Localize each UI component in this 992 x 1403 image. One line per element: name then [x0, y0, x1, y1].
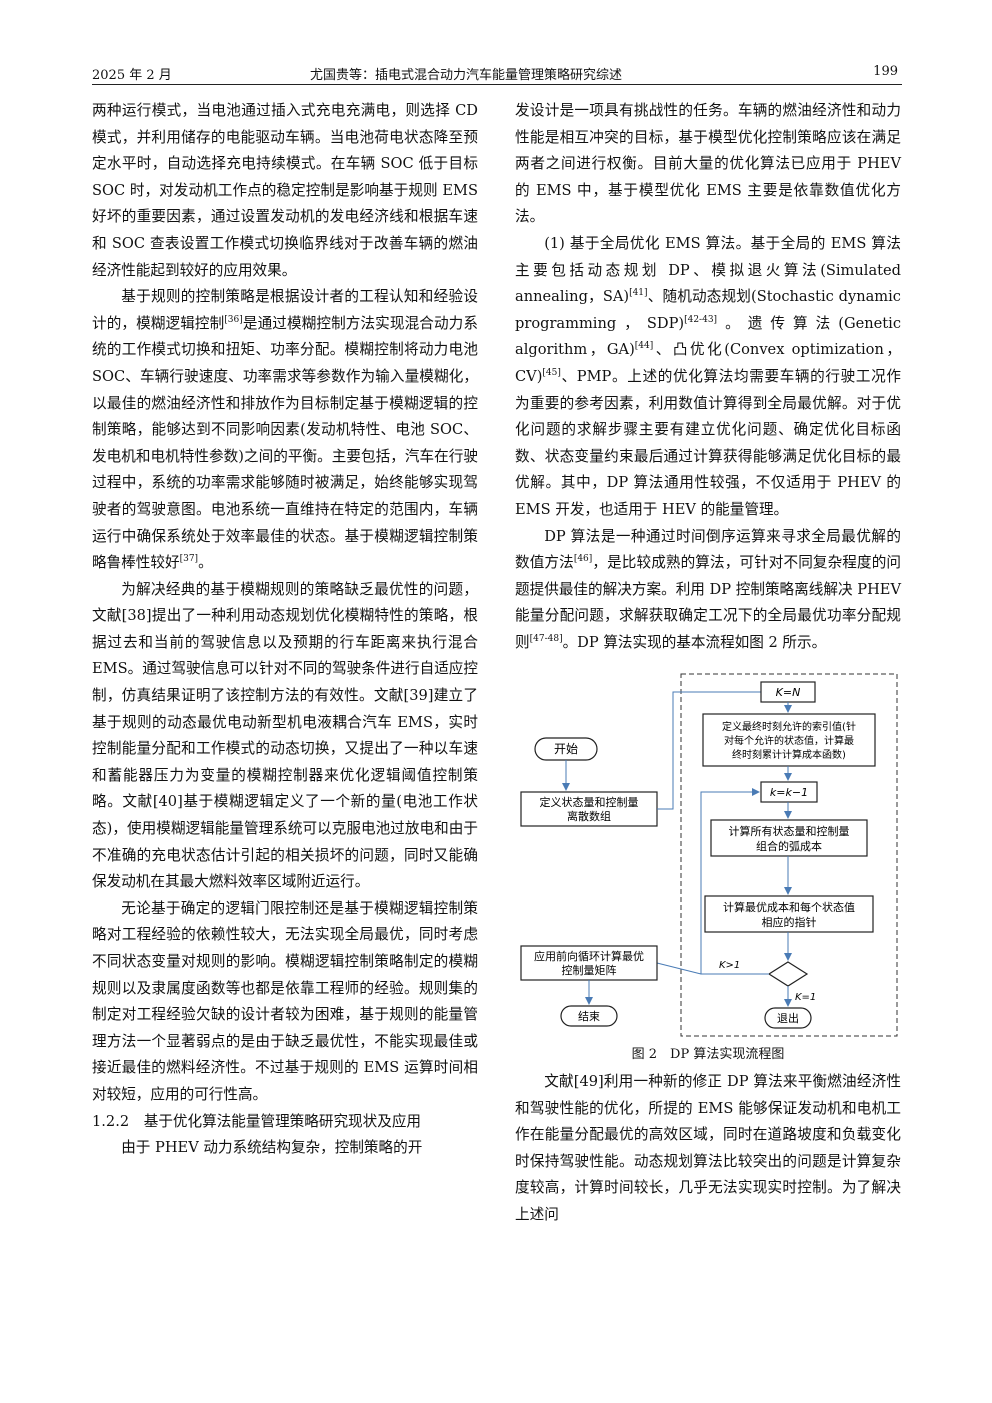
flowchart-svg: 开始 定义状态量和控制量 离散数组 K=N 定义最终时刻允许的索引值(针 对每个…	[520, 673, 898, 1037]
text-run: 、凸优化(Convex optimization，CV)	[515, 341, 901, 385]
start-label: 开始	[554, 742, 578, 756]
define-final-line2: 对每个允许的状态值，计算最	[724, 734, 854, 747]
exit-terminal	[764, 1007, 812, 1030]
flow-arrow	[656, 962, 702, 975]
text-run: 、PMP。上述的优化算法均需要车辆的行驶工况作为重要的参考因素，利用数值计算得到…	[515, 367, 901, 518]
header-title: 尤国贵等：插电式混合动力汽车能量管理策略研究综述	[310, 68, 623, 83]
figure-dp-flowchart: 开始 定义状态量和控制量 离散数组 K=N 定义最终时刻允许的索引值(针 对每个…	[515, 670, 901, 1040]
paragraph: 无论基于确定的逻辑门限控制还是基于模糊逻辑控制策略对工程经验的依赖性较大，无法实…	[92, 899, 478, 1103]
compute-optimal-box	[704, 895, 874, 934]
compute-optimal-line1: 计算最优成本和每个状态值	[723, 900, 855, 914]
k-equals-1-label: K=1	[795, 992, 816, 1003]
header-page-number: 199	[873, 64, 898, 79]
citation: [45]	[542, 368, 561, 379]
paragraph: 文献[49]利用一种新的修正 DP 算法来平衡燃油经济性和驾驶性能的优化，所提的…	[515, 1073, 901, 1224]
citation: [37]	[179, 554, 199, 565]
paragraph: 由于 PHEV 动力系统结构复杂，控制策略的开	[121, 1139, 423, 1157]
paragraph: 两种运行模式，当电池通过插入式充电充满电，则选择 CD 模式，并利用储存的电能驱…	[92, 102, 478, 279]
loop-back-arrow	[700, 788, 769, 975]
citation: [44]	[634, 341, 654, 352]
compute-optimal-line2: 相应的指针	[762, 915, 817, 929]
flow-arrow	[657, 691, 761, 810]
header-date: 2025 年 2 月	[92, 68, 172, 83]
paragraph: 发设计是一项具有挑战性的任务。车辆的燃油经济性和动力性能是相互冲突的目标，基于模…	[515, 102, 901, 226]
compute-arc-cost-box	[710, 819, 868, 858]
text-run: 。	[198, 554, 213, 572]
text-run: 、随机动态规划(Stochastic dynamic programming，S…	[515, 288, 901, 332]
running-header: 2025 年 2 月 尤国贵等：插电式混合动力汽车能量管理策略研究综述 199	[92, 60, 902, 85]
right-column: 发设计是一项具有挑战性的任务。车辆的燃油经济性和动力性能是相互冲突的目标，基于模…	[515, 98, 901, 1229]
k-decision-diamond	[767, 961, 809, 988]
paragraph: DP 算法是一种通过时间倒序运算来寻求全局最优解的数值方法[46]，是比较成熟的…	[515, 524, 901, 657]
k-greater-1-label: K>1	[719, 960, 740, 971]
paragraph: 为解决经典的基于模糊规则的策略缺乏最优性的问题，文献[38]提出了一种利用动态规…	[92, 580, 478, 891]
k-equals-n-label: K=N	[776, 686, 801, 699]
exit-label: 退出	[777, 1011, 799, 1025]
forward-loop-line1: 应用前向循环计算最优	[534, 949, 644, 963]
text-run: 基于规则的控制策略是根据设计者的工程认知和经验设计的，模糊逻辑控制	[92, 288, 478, 332]
text-run: DP 算法是一种通过时间倒序运算来寻求全局最优解的数值方法	[515, 527, 901, 572]
text-run: 。DP 算法实现的基本流程如图 2 所示。	[562, 633, 827, 651]
dp-loop-boundary	[680, 673, 898, 1037]
text-run: 是通过模糊控制方法实现混合动力系统的工作模式切换和扭矩、功率分配。模糊控制将动力…	[92, 314, 478, 572]
define-vars-line2: 离散数组	[567, 809, 611, 823]
citation: [36]	[224, 314, 243, 325]
text-run: ，是比较成熟的算法，可针对不同复杂程度的问题提供最佳的解决方案。利用 DP 控制…	[515, 554, 901, 651]
end-label: 结束	[578, 1010, 600, 1023]
paragraph: 基于规则的控制策略是根据设计者的工程认知和经验设计的，模糊逻辑控制[36]是通过…	[92, 284, 478, 577]
left-column: 两种运行模式，当电池通过插入式充电充满电，则选择 CD 模式，并利用储存的电能驱…	[92, 98, 478, 1162]
text-run: (1) 基于全局优化 EMS 算法。基于全局的 EMS 算法主要包括动态规划 D…	[515, 234, 901, 306]
citation: [41]	[629, 288, 648, 299]
section-heading: 1.2.2 基于优化算法能量管理策略研究现状及应用	[92, 1112, 422, 1130]
forward-loop-line2: 控制量矩阵	[562, 963, 617, 977]
figure-caption: 图 2 DP 算法实现流程图	[631, 1047, 785, 1063]
text-run: 。遗传算法(Genetic algorithm，GA)	[515, 314, 901, 359]
compute-arc-cost-line2: 组合的弧成本	[756, 839, 822, 853]
citation: [46]	[573, 554, 593, 565]
citation: [47-48]	[529, 634, 563, 645]
forward-loop-box	[520, 945, 658, 982]
k-decrement-label: k=k−1	[770, 786, 808, 799]
define-final-line1: 定义最终时刻允许的索引值(针	[722, 720, 856, 733]
define-final-line3: 终时刻累计计算成本函数)	[732, 748, 846, 761]
define-final-box	[702, 713, 876, 768]
paragraph: (1) 基于全局优化 EMS 算法。基于全局的 EMS 算法主要包括动态规划 D…	[515, 231, 901, 524]
compute-arc-cost-line1: 计算所有状态量和控制量	[729, 824, 850, 838]
k-decrement-box	[760, 781, 818, 804]
end-terminal	[560, 1005, 618, 1028]
define-vars-line1: 定义状态量和控制量	[540, 795, 639, 809]
citation: [42-43]	[684, 314, 718, 325]
